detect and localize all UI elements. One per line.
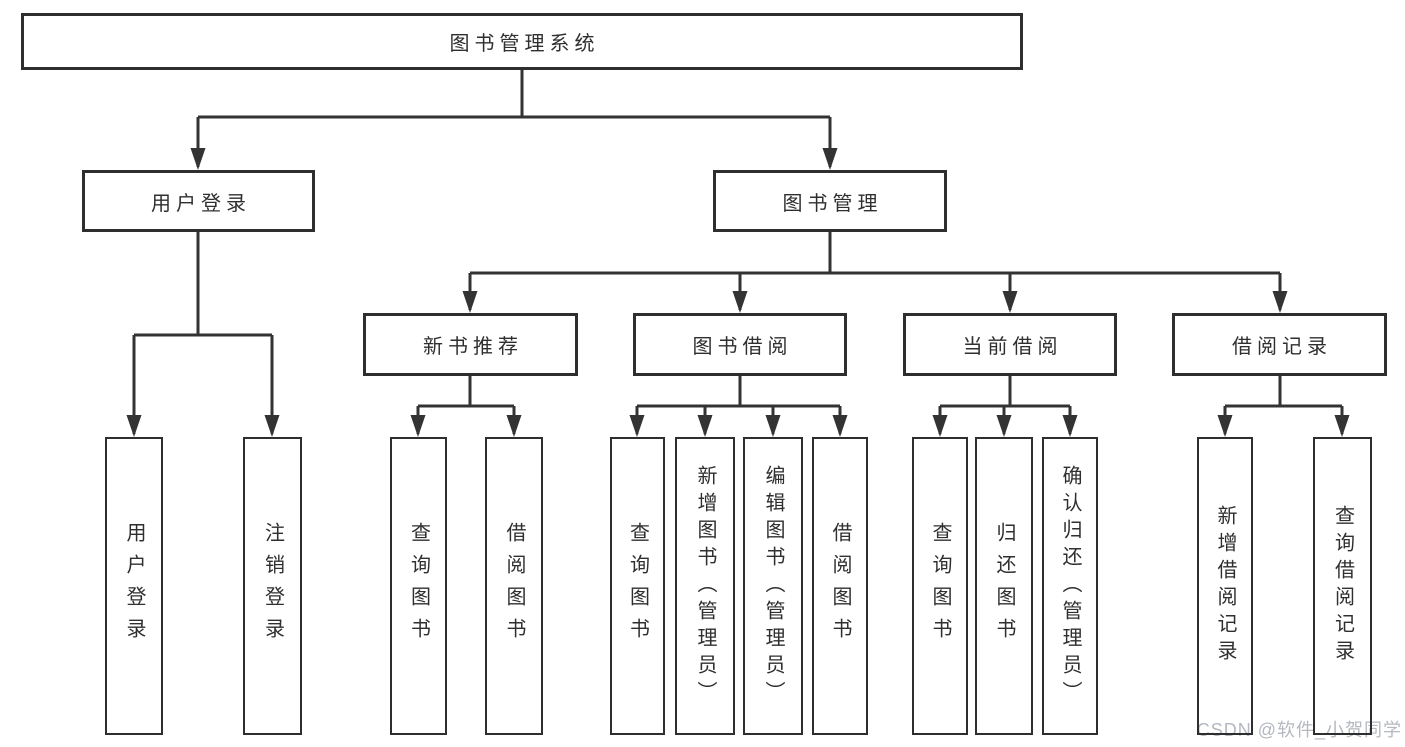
- leaf-borrow-books-1: 借阅图书: [485, 437, 543, 735]
- node-user-login-label: 用户登录: [151, 192, 251, 215]
- node-current-borrow-label: 当前借阅: [962, 336, 1063, 358]
- leaf-return-book: 归还图书: [975, 437, 1033, 735]
- leaf-borrow-books-2-label: 借阅图书: [829, 522, 851, 650]
- leaf-borrow-books-2: 借阅图书: [812, 437, 868, 735]
- node-book-management-label: 图书管理: [782, 192, 883, 215]
- leaf-query-borrow-record-label: 查询借阅记录: [1331, 505, 1354, 667]
- leaf-logout-label: 注销登录: [261, 522, 284, 650]
- connector-user-login: [132, 232, 274, 434]
- leaf-query-books-3-label: 查询图书: [929, 522, 951, 650]
- node-current-borrow: 当前借阅: [903, 313, 1117, 376]
- node-root-label: 图书管理系统: [449, 33, 600, 55]
- csdn-watermark: CSDN @软件_小贺同学: [1196, 720, 1402, 740]
- leaf-confirm-return-admin-label: 确认归还（管理员）: [1059, 464, 1081, 708]
- leaf-query-books-1: 查询图书: [390, 437, 447, 735]
- leaf-borrow-books-1-label: 借阅图书: [503, 522, 525, 650]
- connector-root: [196, 70, 832, 167]
- leaf-query-books-2-label: 查询图书: [626, 522, 649, 650]
- leaf-query-books-1-label: 查询图书: [407, 522, 430, 650]
- leaf-confirm-return-admin: 确认归还（管理员）: [1042, 437, 1098, 735]
- leaf-add-borrow-record-label: 新增借阅记录: [1214, 505, 1236, 667]
- leaf-add-book-admin-label: 新增图书（管理员）: [694, 464, 716, 708]
- node-borrow-records-label: 借阅记录: [1232, 336, 1332, 358]
- node-borrow-records: 借阅记录: [1172, 313, 1387, 376]
- node-root: 图书管理系统: [21, 13, 1023, 70]
- leaf-add-book-admin: 新增图书（管理员）: [675, 437, 735, 735]
- node-new-book-recommend: 新书推荐: [363, 313, 578, 376]
- leaf-query-books-3: 查询图书: [912, 437, 968, 735]
- leaf-edit-book-admin: 编辑图书（管理员）: [743, 437, 803, 735]
- leaf-return-book-label: 归还图书: [993, 522, 1015, 650]
- node-book-management: 图书管理: [713, 170, 947, 232]
- leaf-logout: 注销登录: [243, 437, 302, 735]
- node-book-borrow: 图书借阅: [633, 313, 847, 376]
- leaf-query-borrow-record: 查询借阅记录: [1313, 437, 1372, 735]
- leaf-user-login-label: 用户登录: [123, 522, 145, 650]
- connector-borrow-records: [1223, 376, 1344, 434]
- connector-book-management: [468, 232, 1282, 310]
- leaf-query-books-2: 查询图书: [610, 437, 665, 735]
- node-new-book-recommend-label: 新书推荐: [423, 336, 523, 358]
- connector-new-book-recommend: [416, 376, 516, 434]
- leaf-user-login: 用户登录: [105, 437, 163, 735]
- node-user-login: 用户登录: [82, 170, 315, 232]
- leaf-add-borrow-record: 新增借阅记录: [1197, 437, 1253, 735]
- connector-book-borrow: [635, 376, 842, 434]
- leaf-edit-book-admin-label: 编辑图书（管理员）: [762, 464, 784, 708]
- arrowheads: [126, 148, 1350, 437]
- node-book-borrow-label: 图书借阅: [692, 336, 793, 358]
